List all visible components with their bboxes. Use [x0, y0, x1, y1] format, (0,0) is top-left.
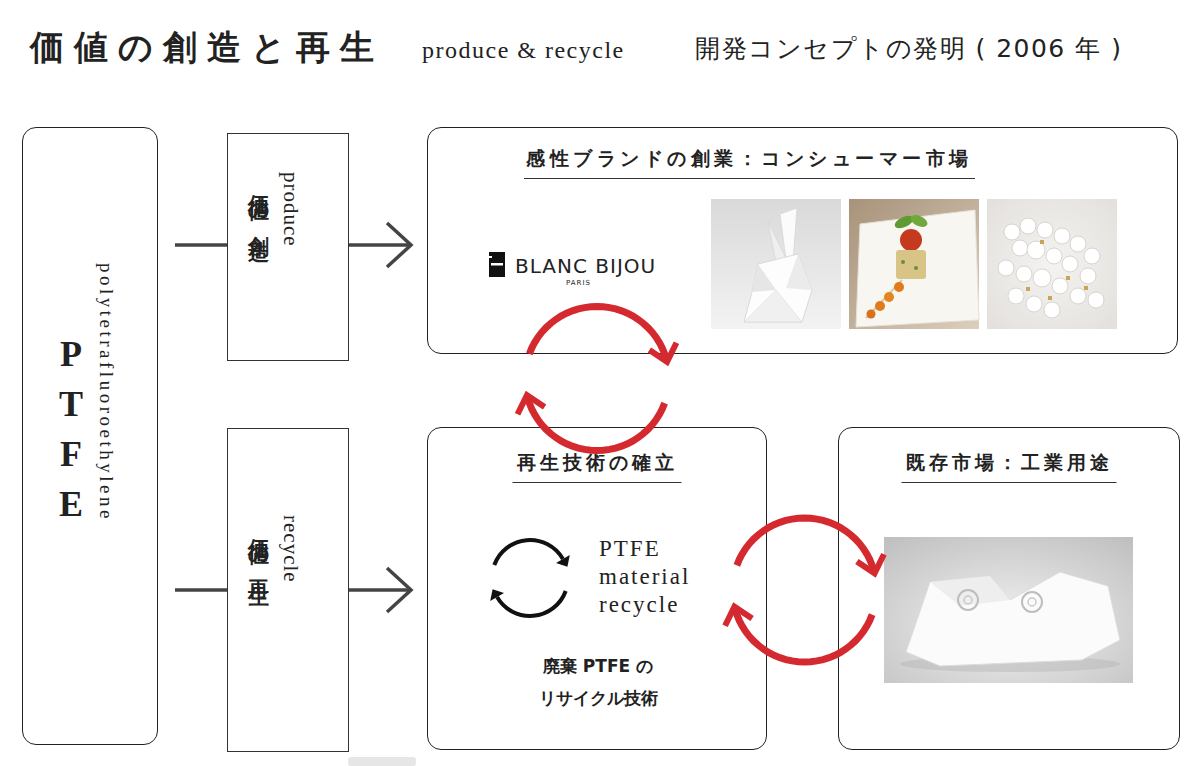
leaf — [909, 213, 930, 230]
process-english: produce — [276, 172, 306, 247]
plate-photo — [849, 199, 979, 329]
flow-connector — [349, 223, 411, 267]
brand-logo-mark — [489, 252, 505, 277]
sauce-line — [866, 280, 902, 318]
flow-connector — [175, 590, 227, 591]
flow-connector — [175, 245, 227, 246]
arrow-head — [387, 568, 411, 612]
market-box: 感性ブランドの創業：コンシューマー市場 BLANC BIJOUPARIS — [427, 127, 1178, 354]
part-hole — [964, 596, 972, 604]
herb-speck — [914, 266, 918, 270]
industrial-part-photo — [884, 537, 1133, 683]
cycle-arrow-head — [518, 395, 545, 414]
page-scrollbar-artifact — [348, 757, 416, 766]
cycle-arc — [527, 307, 666, 451]
brand-name: BLANC BIJOU — [515, 253, 656, 279]
connector-line — [349, 243, 409, 247]
connector-line — [175, 243, 227, 247]
process-japanese: 価値の再生 — [244, 521, 274, 575]
cycle-arrow-head — [857, 554, 884, 573]
plate — [856, 210, 979, 327]
photo-background — [884, 537, 1133, 683]
leaf — [893, 213, 915, 231]
rabbit-facet — [744, 290, 802, 322]
photo-background — [711, 199, 841, 329]
beads-photo — [987, 199, 1117, 329]
orange-dot — [894, 282, 904, 292]
bead-group — [998, 218, 1104, 318]
title: 価値の創造と再生 — [30, 25, 384, 69]
tomato — [900, 229, 922, 251]
part-facet — [930, 576, 1010, 606]
food-stack — [896, 250, 926, 279]
rabbit-body — [744, 254, 812, 322]
rabbit-ear — [780, 208, 797, 262]
connector-layer — [175, 223, 884, 662]
cycle-connector — [518, 307, 677, 451]
recycle-caption: PTFE material recycle — [599, 535, 711, 619]
herb-speck — [901, 260, 905, 264]
connector-line — [349, 588, 409, 592]
cycle-arc — [735, 518, 874, 662]
rabbit-photo — [711, 199, 841, 329]
cycle-arrow-head — [725, 607, 752, 626]
material-box: PTFEpolytetrafluoroethylene — [22, 127, 158, 745]
material-name: polytetrafluoroethylene — [91, 263, 121, 522]
connector-line — [175, 588, 227, 592]
brand-city: PARIS — [566, 279, 591, 288]
process-english: recycle — [276, 515, 306, 583]
part-hole — [958, 590, 978, 610]
orange-dot — [875, 301, 885, 311]
date-note: 開発コンセプトの発明 ( 2006 年 ) — [695, 31, 1122, 67]
box-heading: 感性ブランドの創業：コンシューマー市場 — [524, 145, 975, 179]
orange-dot — [884, 292, 894, 302]
process-box: recycle価値の再生 — [227, 428, 349, 752]
recycle-description: 廃棄 PTFE の リサイクル技術 — [518, 650, 678, 714]
photo-background — [987, 199, 1117, 329]
photo-background — [849, 199, 979, 329]
orange-dot — [867, 310, 876, 319]
ptfe-part — [906, 572, 1120, 666]
cycle-arrow-head — [649, 343, 676, 362]
recycle-symbol — [490, 540, 570, 616]
market-box: 既存市場：工業用途 — [838, 427, 1180, 750]
part-hole — [1022, 592, 1042, 612]
rabbit-ear — [768, 222, 786, 263]
rabbit-facet — [786, 254, 812, 290]
cycle-connector — [725, 518, 884, 662]
technology-box: 再生技術の確立 PTFE material recycle 廃棄 PTFE の リサ… — [427, 427, 767, 750]
box-heading: 再生技術の確立 — [513, 449, 682, 483]
box-heading: 既存市場：工業用途 — [902, 449, 1117, 483]
gold-accents — [1026, 240, 1088, 300]
part-hole — [1028, 598, 1036, 606]
subtitle-text: produce & recycle — [422, 32, 625, 68]
rabbit-facet — [752, 264, 776, 292]
flow-connector — [349, 568, 411, 612]
process-japanese: 価値の創造 — [244, 177, 274, 231]
shadow — [900, 656, 1120, 672]
arrow-head — [387, 223, 411, 267]
process-box: produce価値の創造 — [227, 133, 349, 361]
material-acronym: PTFE — [51, 334, 91, 534]
